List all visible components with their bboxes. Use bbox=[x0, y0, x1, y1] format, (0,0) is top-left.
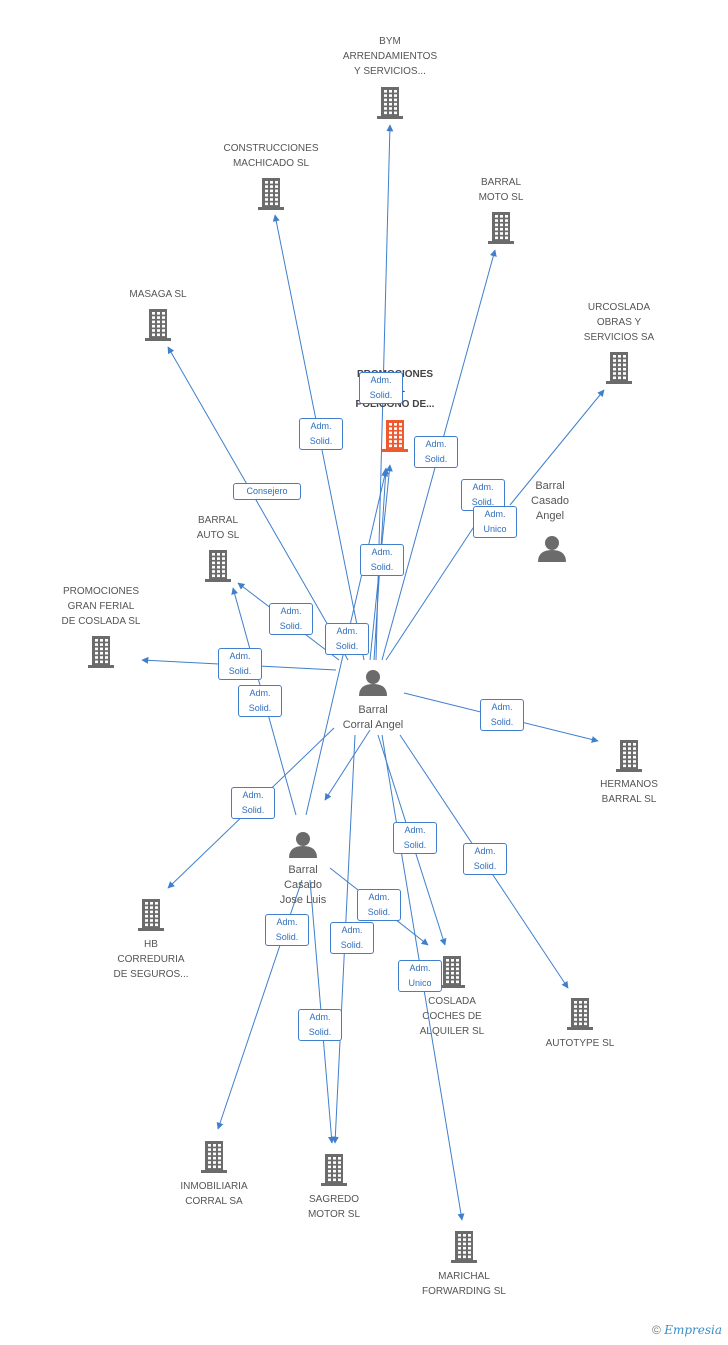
building-icon[interactable] bbox=[439, 956, 465, 988]
relation-label: Adm. Solid. bbox=[299, 418, 343, 450]
relation-label: Adm. Solid. bbox=[461, 479, 505, 511]
company-label-inmobiliaria[interactable]: INMOBILIARIA CORRAL SA bbox=[180, 1181, 248, 1207]
building-icon[interactable] bbox=[377, 87, 403, 119]
building-icon[interactable] bbox=[138, 899, 164, 931]
person-icon[interactable] bbox=[289, 832, 317, 858]
relation-label: Adm. Solid. bbox=[359, 372, 403, 404]
building-icon[interactable] bbox=[88, 636, 114, 668]
relation-label: Adm. Solid. bbox=[330, 922, 374, 954]
relation-edge bbox=[324, 729, 371, 801]
relation-label: Adm. Solid. bbox=[414, 436, 458, 468]
person-label-joseluis[interactable]: Barral Casado Jose Luis bbox=[279, 864, 327, 906]
empresia-logo[interactable]: Empresia bbox=[664, 1323, 722, 1337]
company-label-hb[interactable]: HB CORREDURIA DE SEGUROS... bbox=[113, 939, 189, 980]
relation-label: Adm. Solid. bbox=[463, 843, 507, 875]
relation-label: Adm. Solid. bbox=[218, 648, 262, 680]
footer: © Empresia bbox=[652, 1323, 722, 1337]
relation-label: Adm. Solid. bbox=[231, 787, 275, 819]
relation-label: Consejero bbox=[233, 483, 301, 500]
company-label-construcciones[interactable]: CONSTRUCCIONES MACHICADO SL bbox=[223, 143, 319, 169]
relation-edge bbox=[167, 346, 349, 661]
copyright-symbol: © bbox=[652, 1323, 661, 1337]
building-icon[interactable] bbox=[205, 550, 231, 582]
relation-edge bbox=[385, 509, 486, 661]
building-icon[interactable] bbox=[145, 309, 171, 341]
focus-building-icon[interactable] bbox=[382, 420, 408, 452]
company-label-bym[interactable]: BYM ARRENDAMIENTOS Y SERVICIOS... bbox=[342, 36, 438, 77]
relation-label: Adm. Solid. bbox=[265, 914, 309, 946]
company-label-urcoslada[interactable]: URCOSLADA OBRAS Y SERVICIOS SA bbox=[583, 302, 655, 343]
person-label-casadoangel[interactable]: Barral Casado Angel bbox=[531, 480, 569, 522]
relation-edge bbox=[509, 389, 605, 506]
relation-label: Adm. Solid. bbox=[269, 603, 313, 635]
company-label-hermanos[interactable]: HERMANOS BARRAL SL bbox=[600, 779, 658, 805]
person-label-corral[interactable]: Barral Corral Angel bbox=[342, 704, 404, 731]
company-label-autotype[interactable]: AUTOTYPE SL bbox=[545, 1038, 615, 1049]
relation-label: Adm. Solid. bbox=[357, 889, 401, 921]
building-icon[interactable] bbox=[201, 1141, 227, 1173]
relation-label: Adm. Unico bbox=[473, 506, 517, 538]
building-icon[interactable] bbox=[567, 998, 593, 1030]
building-icon[interactable] bbox=[488, 212, 514, 244]
icons-layer bbox=[88, 87, 642, 1263]
company-label-marichal[interactable]: MARICHAL FORWARDING SL bbox=[422, 1271, 506, 1297]
building-icon[interactable] bbox=[258, 178, 284, 210]
relation-label: Adm. Solid. bbox=[393, 822, 437, 854]
building-icon[interactable] bbox=[321, 1154, 347, 1186]
person-icon[interactable] bbox=[538, 536, 566, 562]
relation-label: Adm. Unico bbox=[398, 960, 442, 992]
building-icon[interactable] bbox=[616, 740, 642, 772]
company-label-barralmoto[interactable]: BARRAL MOTO SL bbox=[478, 177, 524, 203]
company-label-coslada[interactable]: COSLADA COCHES DE ALQUILER SL bbox=[419, 996, 485, 1037]
building-icon[interactable] bbox=[451, 1231, 477, 1263]
company-label-masaga[interactable]: MASAGA SL bbox=[129, 289, 187, 300]
company-label-promgran[interactable]: PROMOCIONES GRAN FERIAL DE COSLADA SL bbox=[61, 586, 141, 627]
company-label-barralauto[interactable]: BARRAL AUTO SL bbox=[196, 515, 240, 541]
relation-label: Adm. Solid. bbox=[238, 685, 282, 717]
relation-label: Adm. Solid. bbox=[480, 699, 524, 731]
person-icon[interactable] bbox=[359, 670, 387, 696]
building-icon[interactable] bbox=[606, 352, 632, 384]
relation-label: Adm. Solid. bbox=[360, 544, 404, 576]
company-label-sagredo[interactable]: SAGREDO MOTOR SL bbox=[307, 1194, 361, 1220]
relation-label: Adm. Solid. bbox=[325, 623, 369, 655]
relation-label: Adm. Solid. bbox=[298, 1009, 342, 1041]
